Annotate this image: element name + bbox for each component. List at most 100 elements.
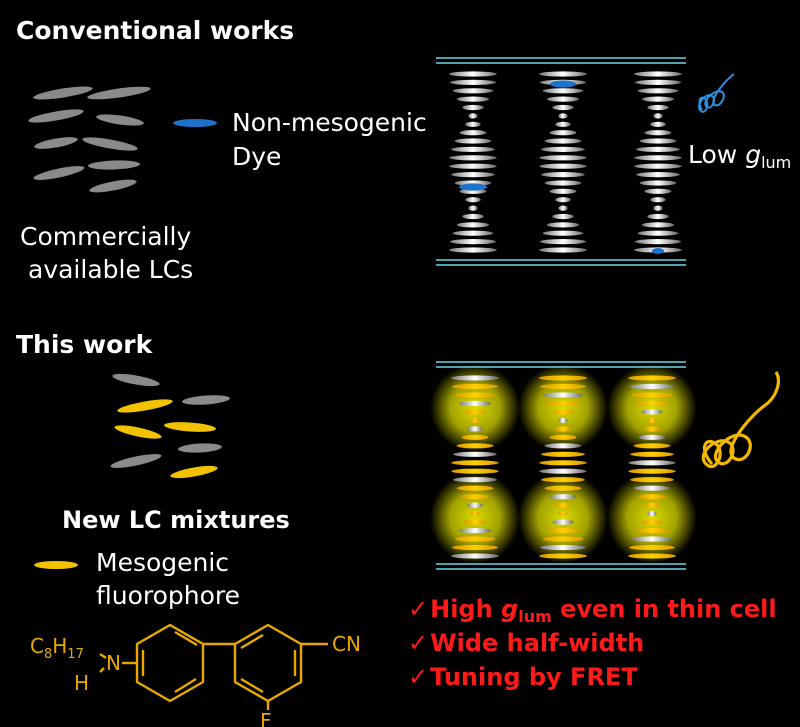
lc-molecule <box>647 511 657 517</box>
lc-molecule <box>459 130 487 136</box>
this-work-heading: This work <box>16 330 153 359</box>
new-lc-mixture-rods <box>110 373 230 479</box>
lc-molecule <box>454 536 496 542</box>
lc-rod <box>28 109 84 123</box>
lc-molecule <box>458 528 492 534</box>
dye-in-cell <box>550 80 576 88</box>
lc-molecule <box>546 222 580 228</box>
lc-molecule <box>549 130 577 136</box>
lc-rod <box>33 166 85 180</box>
lc-rod <box>178 443 222 453</box>
lc-molecule <box>452 88 494 94</box>
lc-molecule <box>630 477 674 483</box>
lc-molecule <box>449 155 497 161</box>
lc-molecule <box>544 138 582 144</box>
lc-molecule <box>558 205 568 211</box>
lc-molecule <box>544 443 582 449</box>
lc-molecule <box>628 460 676 466</box>
lc-rod <box>89 179 137 193</box>
lc-molecule <box>467 426 483 432</box>
feature-high-glum: ✓High glum even in thin cell <box>408 595 777 626</box>
lc-molecule <box>539 383 587 390</box>
lc-molecule <box>451 146 495 152</box>
lc-molecule <box>635 528 669 534</box>
lc-molecule <box>641 519 663 525</box>
lc-molecule <box>470 511 480 517</box>
lc-molecule <box>558 417 568 423</box>
lc-molecule <box>644 502 660 508</box>
lc-molecule <box>449 163 497 169</box>
lc-molecule <box>461 494 489 500</box>
lc-molecule <box>638 434 666 440</box>
non-mesogenic-label-2: Dye <box>232 142 282 171</box>
benzene-ring-1 <box>135 623 205 703</box>
lc-molecule <box>634 163 682 169</box>
nitrogen-atom: N <box>106 651 121 675</box>
lc-molecule <box>636 172 680 178</box>
lc-molecule <box>634 239 682 245</box>
lc-molecule <box>558 113 568 119</box>
lc-molecule <box>541 146 585 152</box>
lc-molecule <box>456 485 494 491</box>
commercial-lc-rods <box>28 86 217 193</box>
lc-molecule <box>539 155 587 161</box>
fluorophore-rod <box>117 399 173 413</box>
lc-molecule <box>462 213 484 220</box>
lc-molecule <box>451 375 499 381</box>
cyano-group: CN <box>332 632 361 656</box>
lc-molecule <box>541 477 585 483</box>
lc-molecule <box>653 205 663 211</box>
lc-rod <box>182 395 230 405</box>
lc-molecule <box>449 79 497 85</box>
fluorophore-rod <box>164 422 216 432</box>
lc-molecule <box>638 494 666 500</box>
lc-molecule <box>544 485 582 491</box>
lc-molecule <box>451 383 499 390</box>
low-glum-helix-icon <box>698 73 735 113</box>
lc-molecule <box>639 180 677 186</box>
lc-molecule <box>555 121 571 127</box>
feature-tuning-fret: ✓Tuning by FRET <box>408 663 638 691</box>
alkyl-chain-label: C8H17 <box>30 634 84 662</box>
lc-rod <box>33 86 93 100</box>
lc-molecule <box>464 519 486 525</box>
lc-molecule <box>465 121 481 127</box>
lc-molecule <box>468 205 478 211</box>
mesogenic-label-1: Mesogenic <box>96 548 230 577</box>
lc-molecule <box>539 553 587 559</box>
hydrogen-atom: H <box>74 671 89 695</box>
fluorophore-molecule-structure: C8H17 N H CN F <box>30 623 361 727</box>
lc-molecule <box>449 247 497 253</box>
lc-molecule <box>634 155 682 161</box>
lc-rod <box>110 454 162 468</box>
top-substrate <box>436 361 686 368</box>
lc-molecule <box>454 392 496 398</box>
lc-molecule <box>549 494 577 500</box>
lc-molecule <box>628 383 676 390</box>
lc-molecule <box>641 96 675 102</box>
lc-molecule <box>647 104 669 111</box>
top-substrate <box>436 57 686 64</box>
fluorophore-rod <box>170 465 218 479</box>
lc-molecule <box>539 247 587 253</box>
lc-molecule <box>449 239 497 245</box>
lc-molecule <box>647 213 669 220</box>
bottom-substrate <box>436 259 686 266</box>
lc-molecule <box>636 146 680 152</box>
lc-molecule <box>633 443 671 449</box>
lc-molecule <box>467 502 483 508</box>
lc-molecule <box>541 172 585 178</box>
lc-molecule <box>637 88 679 94</box>
conventional-works-heading: Conventional works <box>16 16 295 45</box>
this-work-cell-diagram <box>430 361 780 570</box>
lc-molecule <box>644 188 672 194</box>
lc-molecule <box>544 180 582 186</box>
lc-molecule <box>630 451 674 457</box>
lc-molecule <box>539 544 587 551</box>
feature-wide-half-width: ✓Wide half-width <box>408 629 645 657</box>
lc-molecule <box>552 409 574 415</box>
fluorophore-rod <box>114 425 162 439</box>
lc-molecule <box>644 426 660 432</box>
lc-molecule <box>542 88 584 94</box>
